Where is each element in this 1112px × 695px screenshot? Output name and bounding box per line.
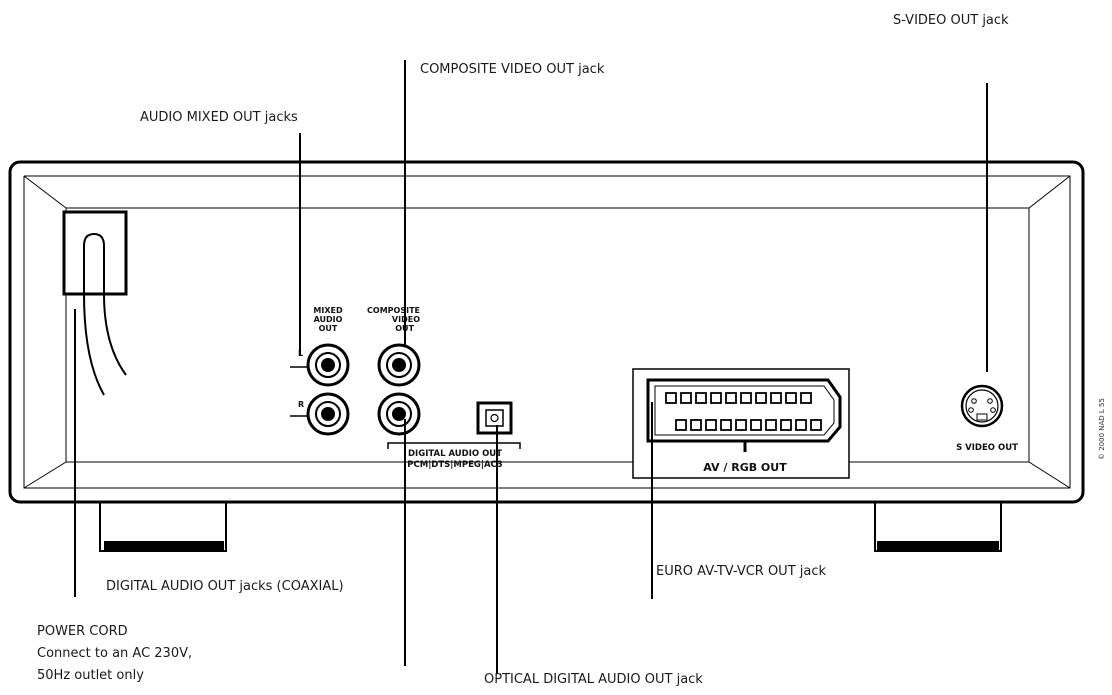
panel-label-digital-2: PCM|DTS|MPEG|AC3 [407,460,503,470]
panel-label-svideo: S VIDEO OUT [956,443,1018,453]
scart-pin [690,419,702,431]
panel-label-digital-1: DIGITAL AUDIO OUT [408,449,502,459]
right-foot [874,500,1002,552]
scart-pin [800,392,812,404]
scart-pin [770,392,782,404]
coaxial-digital-out-jack[interactable] [377,392,421,436]
scart-pin [675,419,687,431]
chassis-outline [8,160,1085,504]
panel-label-mixed-3: OUT [319,324,338,333]
scart-pin [705,419,717,431]
composite-video-out-jack[interactable] [377,343,421,387]
callout-power-line1: POWER CORD [37,624,128,639]
euro-av-scart-connector[interactable] [632,368,850,479]
scart-pin [765,419,777,431]
callout-composite: COMPOSITE VIDEO OUT jack [420,62,605,77]
panel-label-composite-2: VIDEO [392,315,420,324]
scart-pin [665,392,677,404]
callout-euro: EURO AV-TV-VCR OUT jack [656,564,827,579]
scart-pin [810,419,822,431]
scart-pin [720,419,732,431]
scart-pin [725,392,737,404]
copyright-text: © 2000 NAD L 55 [1098,398,1106,460]
s-video-out-jack[interactable] [960,384,1004,428]
scart-pin [695,392,707,404]
chassis-inner-panel [65,207,1030,463]
panel-label-av-rgb: AV / RGB OUT [703,461,787,474]
power-cord [62,210,128,396]
callout-audio-mixed: AUDIO MIXED OUT jacks [140,110,298,125]
scart-pin [780,419,792,431]
panel-label-right: R [298,400,304,409]
panel-label-mixed-2: AUDIO [314,315,343,324]
callout-power-line3: 50Hz outlet only [37,668,144,683]
optical-digital-out-jack[interactable] [476,401,513,435]
scart-pin [755,392,767,404]
scart-pin [795,419,807,431]
mixed-audio-out-L-jack[interactable] [306,343,350,387]
scart-pin [710,392,722,404]
scart-pin [735,419,747,431]
panel-label-composite-1: COMPOSITE [367,306,420,315]
callout-optical: OPTICAL DIGITAL AUDIO OUT jack [484,672,703,687]
callout-power-line2: Connect to an AC 230V, [37,646,192,661]
left-foot [99,500,227,552]
scart-pin [750,419,762,431]
panel-label-mixed-1: MIXED [313,306,343,315]
scart-pin [785,392,797,404]
mixed-audio-out-R-jack[interactable] [306,392,350,436]
scart-pin [680,392,692,404]
callout-coaxial: DIGITAL AUDIO OUT jacks (COAXIAL) [106,579,344,594]
scart-pin [740,392,752,404]
callout-s-video: S-VIDEO OUT jack [893,13,1009,28]
